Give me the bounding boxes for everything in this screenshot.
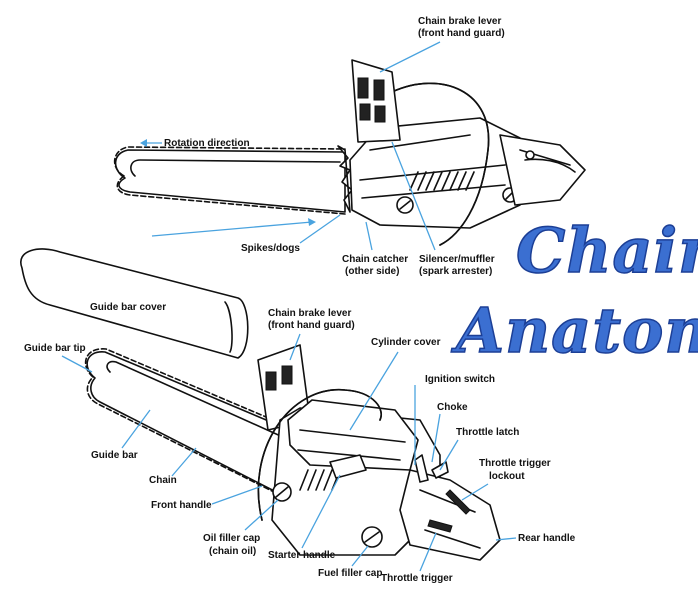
label-cylinder-cover: Cylinder cover: [371, 337, 441, 348]
top-chainsaw: [113, 59, 586, 246]
label-throttle-trigger: Throttle trigger: [381, 573, 453, 584]
label-starter-handle: Starter handle: [268, 550, 336, 561]
bottom-chainsaw: [84, 344, 501, 561]
guide-bar-cover: Guide bar cover: [20, 248, 249, 359]
label-front-hand-guard-top: (front hand guard): [418, 28, 505, 39]
label-lockout: lockout: [489, 471, 525, 482]
top-guide-bar: [114, 149, 346, 213]
label-fuel-filler-cap: Fuel filler cap: [318, 568, 382, 579]
label-chain-catcher-other-side: (other side): [345, 266, 399, 277]
label-choke: Choke: [437, 402, 468, 413]
label-chain-brake-lever-top: Chain brake lever: [418, 16, 501, 27]
label-chain: Chain: [149, 475, 177, 486]
title-group: Chainsaw Anatomy: [450, 213, 698, 368]
label-silencer-muffler: Silencer/muffler: [419, 254, 495, 265]
label-guide-bar-cover: Guide bar cover: [90, 302, 166, 313]
title-anatomy: Anatomy: [451, 294, 698, 367]
top-labels: Chain brake lever (front hand guard) Rot…: [140, 16, 505, 277]
label-chain-catcher: Chain catcher: [342, 254, 408, 265]
label-chain-oil: (chain oil): [209, 546, 256, 557]
label-throttle-trigger-lockout: Throttle trigger: [479, 458, 551, 469]
title-chainsaw: Chainsaw: [516, 214, 698, 287]
label-oil-filler-cap: Oil filler cap: [203, 533, 260, 544]
label-spikes-dogs: Spikes/dogs: [241, 243, 300, 254]
label-throttle-latch: Throttle latch: [456, 427, 519, 438]
label-guide-bar: Guide bar: [91, 450, 138, 461]
top-chain-brake-lever: [351, 59, 401, 143]
bottom-chain: [84, 348, 293, 501]
bottom-labels: Chain brake lever (front hand guard) Gui…: [24, 308, 576, 584]
label-front-hand-guard-bottom: (front hand guard): [268, 320, 355, 331]
bottom-rear-handle: [399, 469, 501, 561]
top-chain: [113, 146, 346, 215]
label-spark-arrester: (spark arrester): [419, 266, 492, 277]
label-guide-bar-tip: Guide bar tip: [24, 343, 86, 354]
label-rear-handle: Rear handle: [518, 533, 576, 544]
label-ignition-switch: Ignition switch: [425, 374, 495, 385]
label-chain-brake-lever-bottom: Chain brake lever: [268, 308, 351, 319]
label-front-handle: Front handle: [151, 500, 212, 511]
label-rotation-direction: Rotation direction: [164, 138, 250, 149]
